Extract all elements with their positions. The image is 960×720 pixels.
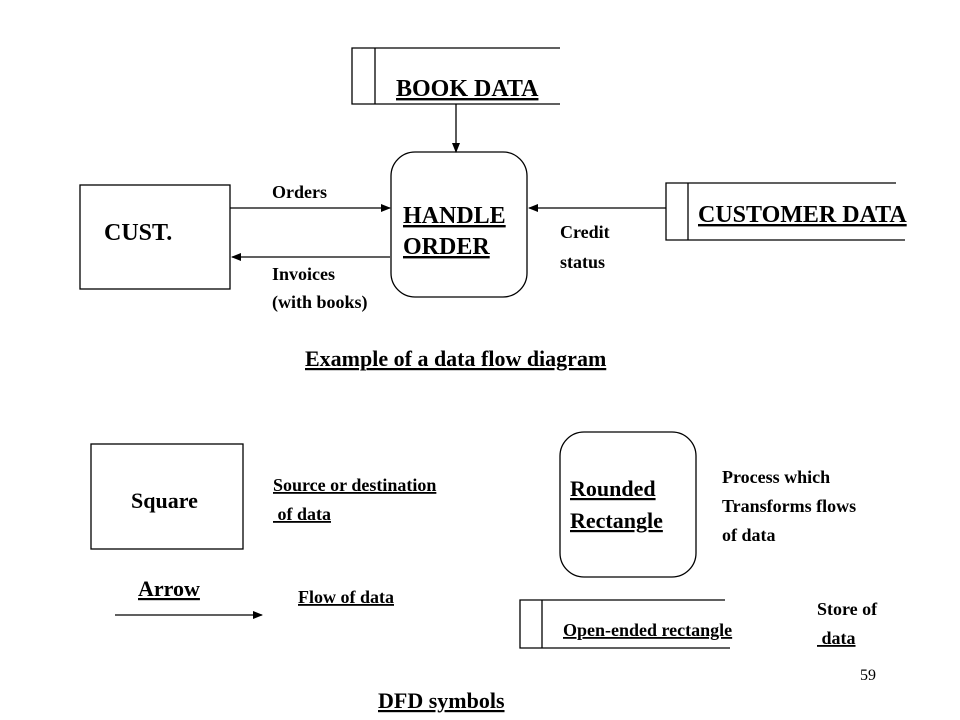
flow-desc: Flow of data	[298, 587, 394, 607]
invoices-sub-label: (with books)	[272, 292, 368, 313]
customer-data-label: CUSTOMER DATA	[698, 202, 907, 228]
handle-label: HANDLE	[403, 203, 506, 229]
store-desc-2: data	[817, 628, 856, 648]
square-symbol: Square	[90, 443, 244, 550]
process-desc-1: Process which	[722, 467, 830, 487]
customer-data-store: CUSTOMER DATA	[665, 182, 907, 241]
rounded-rectangle-symbol: Rounded Rectangle	[559, 431, 697, 578]
process-desc-2: Transforms flows	[722, 496, 856, 516]
open-ended-rectangle-symbol: Open-ended rectangle	[519, 599, 732, 649]
orders-label: Orders	[272, 182, 327, 202]
open-rect-label: Open-ended rectangle	[563, 620, 732, 640]
rectangle-label: Rectangle	[570, 508, 663, 533]
handle-order-process: HANDLE ORDER	[390, 151, 528, 298]
cust-entity: CUST.	[79, 184, 231, 290]
book-data-label: BOOK DATA	[396, 76, 539, 102]
cust-label: CUST.	[104, 220, 172, 246]
credit-label: Credit	[560, 222, 610, 242]
book-data-store: BOOK DATA	[351, 47, 560, 105]
process-desc-3: of data	[722, 525, 776, 545]
store-desc-1: Store of	[817, 599, 878, 619]
legend-caption: DFD symbols	[378, 688, 505, 713]
diagram-caption: Example of a data flow diagram	[305, 346, 606, 371]
page-number: 59	[860, 667, 876, 684]
square-desc-1: Source or destination	[273, 475, 436, 495]
square-label: Square	[131, 488, 198, 513]
arrow-label: Arrow	[138, 576, 200, 601]
rounded-label: Rounded	[570, 476, 656, 501]
invoices-label: Invoices	[272, 264, 335, 284]
order-label: ORDER	[403, 234, 490, 260]
status-label: status	[560, 252, 605, 272]
square-desc-2: of data	[273, 504, 331, 524]
